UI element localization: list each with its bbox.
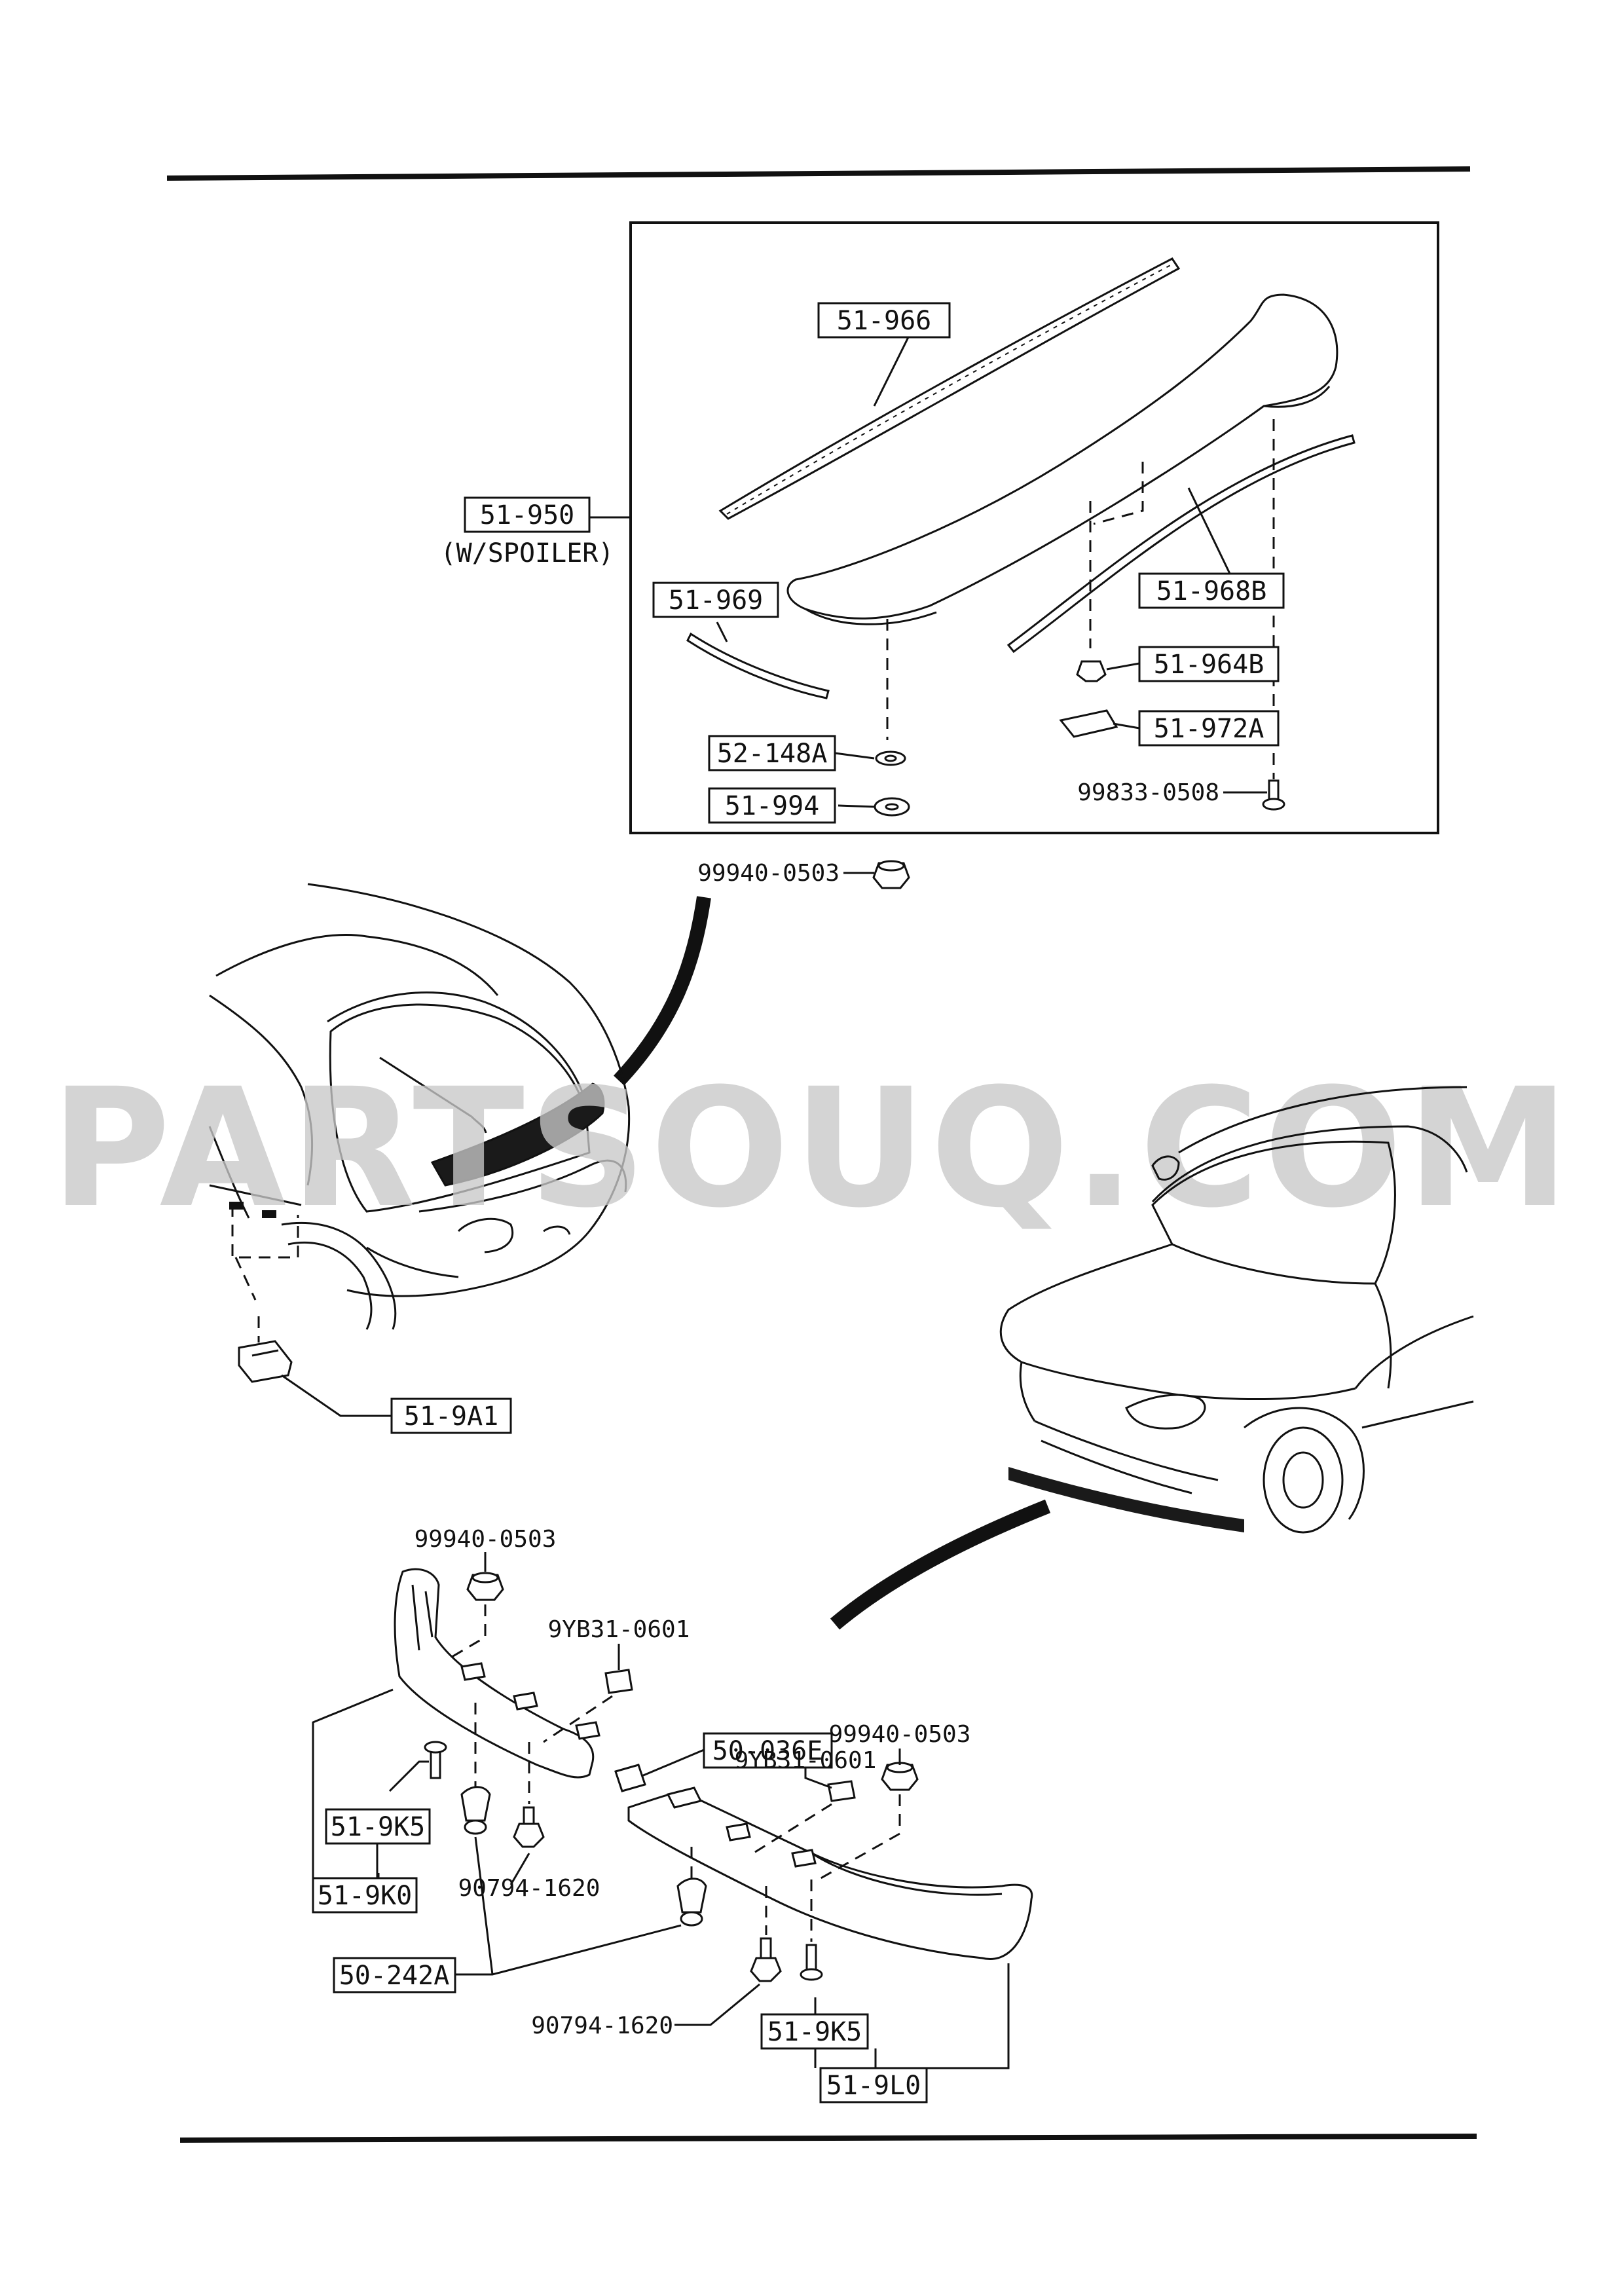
front-car-drawing	[999, 1086, 1474, 1534]
callout-9YB31-0601-right: 9YB31-0601	[735, 1747, 877, 1774]
callout-99940-0503-left: 99940-0503	[415, 1526, 557, 1553]
front-lip-drawing	[394, 1568, 1033, 1982]
callout-51-950: 51-950	[480, 500, 575, 530]
rear-car-drawing	[208, 883, 631, 1383]
callout-51-994: 51-994	[725, 791, 820, 821]
callout-51-9A1: 51-9A1	[404, 1401, 499, 1432]
spoiler-detail-frame	[629, 221, 1439, 834]
callout-51-9K5-left: 51-9K5	[331, 1812, 426, 1842]
callout-50-242A: 50-242A	[339, 1961, 450, 1991]
callout-51-964B: 51-964B	[1154, 650, 1264, 680]
callout-52-148A: 52-148A	[717, 739, 828, 769]
callout-50-036E: 50-036E	[712, 1736, 823, 1766]
callout-90794-1620-right: 90794-1620	[531, 2012, 673, 2039]
callout-51-968B: 51-968B	[1156, 576, 1267, 606]
callout-51-969: 51-969	[669, 585, 764, 616]
callout-51-9K0: 51-9K0	[318, 1881, 413, 1911]
callout-51-9K5-right: 51-9K5	[767, 2017, 862, 2047]
spoiler-drawing	[686, 257, 1356, 889]
callout-99940-0503-top: 99940-0503	[697, 860, 840, 887]
callout-9YB31-0601-left: 9YB31-0601	[548, 1616, 690, 1643]
front-pointer-arc	[830, 1499, 1051, 1630]
top-rule	[166, 166, 1471, 181]
callout-51-966: 51-966	[837, 306, 932, 336]
callout-51-972A: 51-972A	[1154, 714, 1264, 744]
bottom-rule	[179, 2134, 1477, 2143]
callout-90794-1620-left: 90794-1620	[458, 1875, 600, 1902]
callout-spoiler-note: (W/SPOILER)	[441, 538, 614, 568]
watermark: PARTSOUQ.COM	[50, 1053, 1573, 1244]
callout-51-9L0: 51-9L0	[826, 2071, 921, 2101]
rear-pointer-arc	[614, 896, 711, 1086]
callout-99940-0503-right: 99940-0503	[829, 1721, 971, 1748]
callout-99833-0508: 99833-0508	[1077, 779, 1219, 806]
